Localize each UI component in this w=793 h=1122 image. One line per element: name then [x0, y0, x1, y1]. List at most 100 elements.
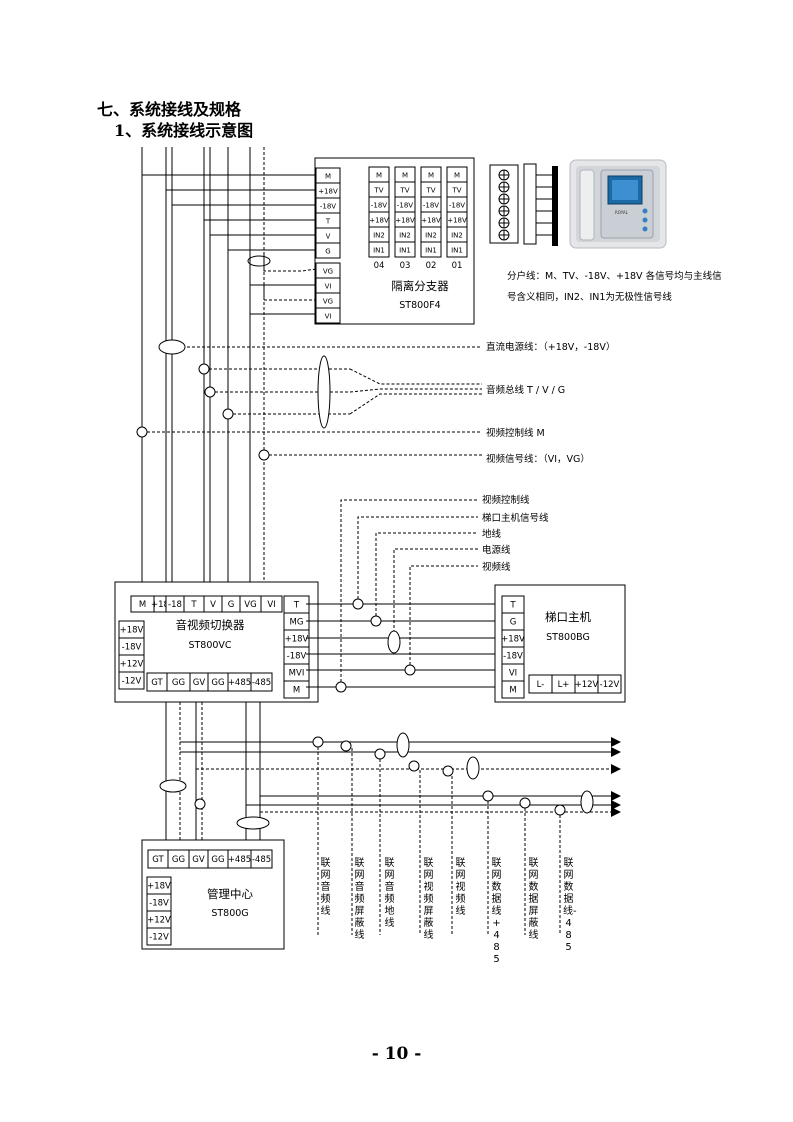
splitter-terminal-5: G: [315, 242, 341, 259]
svg-text:+18V: +18V: [318, 188, 338, 196]
svg-text:+18V: +18V: [447, 217, 467, 225]
svg-text:L+: L+: [558, 680, 570, 690]
switcher-model: ST800VC: [188, 640, 231, 651]
branch-03-terminal-1: TV: [394, 181, 416, 198]
switcher-top-terminal-6: VG: [239, 595, 262, 613]
svg-text:T: T: [190, 600, 197, 610]
branch-03-terminal-0: M: [394, 166, 416, 183]
screw-terminal: [498, 169, 510, 181]
svg-text:TV: TV: [451, 187, 461, 195]
branch-01-terminal-1: TV: [446, 181, 468, 198]
svg-text:GG: GG: [211, 855, 224, 865]
svg-text:+18V: +18V: [501, 635, 525, 645]
svg-text:+12V: +12V: [120, 660, 144, 670]
entrance-terminal-2: +18V: [501, 629, 525, 648]
management-left-terminal-3: -12V: [146, 927, 172, 946]
svg-text:+18V: +18V: [369, 217, 389, 225]
svg-text:-18V: -18V: [423, 202, 439, 210]
svg-text:+18V: +18V: [421, 217, 441, 225]
switcher-bottom-terminal-2: GV: [189, 672, 209, 692]
svg-text:-18V: -18V: [287, 652, 307, 662]
svg-text:+18: +18: [151, 600, 169, 610]
switcher-left-terminal-0: +18V: [118, 620, 145, 639]
svg-text:-18V: -18V: [397, 202, 413, 210]
switcher-top-terminal-4: V: [203, 595, 223, 613]
network-label-2: 联网音频地线: [384, 858, 395, 929]
svg-text:G: G: [325, 248, 330, 256]
entrance-terminal-4: VI: [501, 663, 525, 682]
branch-04-terminal-0: M: [368, 166, 390, 183]
screw-terminal: [498, 217, 510, 229]
branch-02-terminal-2: -18V: [420, 196, 442, 213]
branch-03-terminal-5: IN1: [394, 241, 416, 258]
svg-text:GT: GT: [151, 678, 163, 688]
svg-text:+18V: +18V: [120, 626, 144, 636]
svg-text:M: M: [376, 172, 382, 180]
splitter-name: 隔离分支器: [391, 279, 449, 293]
branch-number: 01: [452, 261, 463, 271]
network-label-3: 联网视频屏蔽线: [423, 858, 434, 941]
splitter-terminal-4: V: [315, 227, 341, 244]
svg-text:T: T: [325, 218, 331, 226]
svg-text:M: M: [139, 600, 146, 610]
label-audio-bus: 音频总线 T / V / G: [486, 384, 565, 396]
svg-text:GG: GG: [172, 678, 185, 688]
svg-text:-485: -485: [252, 678, 271, 688]
management-top-terminal-2: GV: [188, 849, 209, 869]
branch-02-terminal-5: IN1: [420, 241, 442, 258]
svg-text:G: G: [510, 618, 517, 628]
branch-01-terminal-2: -18V: [446, 196, 468, 213]
branch-04-terminal-1: TV: [368, 181, 390, 198]
svg-text:IN1: IN1: [451, 247, 463, 255]
management-top-terminal-1: GG: [167, 849, 190, 869]
branch-01-terminal-0: M: [446, 166, 468, 183]
svg-text:IN1: IN1: [399, 247, 411, 255]
management-top-terminal-0: GT: [147, 849, 169, 869]
branch-02-terminal-0: M: [420, 166, 442, 183]
svg-text:-485: -485: [252, 855, 271, 865]
svg-text:-12V: -12V: [149, 933, 169, 943]
svg-text:M: M: [454, 172, 460, 180]
svg-text:-18: -18: [168, 600, 182, 610]
svg-text:-18V: -18V: [449, 202, 465, 210]
screw-terminal: [498, 193, 510, 205]
svg-text:M: M: [428, 172, 434, 180]
branch-04-terminal-5: IN1: [368, 241, 390, 258]
switcher-name: 音视频切换器: [176, 618, 245, 632]
branch-02-terminal-3: +18V: [420, 211, 442, 228]
section-heading: 七、系统接线及规格: [97, 100, 242, 119]
svg-text:+18V: +18V: [395, 217, 415, 225]
network-label-6: 联网数据屏蔽线: [528, 858, 539, 941]
management-center-name: 管理中心: [207, 887, 253, 901]
svg-text:+18V: +18V: [285, 635, 309, 645]
indoor-note-line1: 分户线：M、TV、-18V、+18V 各信号均与主线信: [507, 270, 722, 282]
switcher-right-terminal-3: -18V: [283, 646, 310, 665]
svg-text:G: G: [228, 600, 235, 610]
screw-terminal: [498, 229, 510, 241]
label-video-signal: 视频信号线：（VI，VG）: [486, 453, 590, 465]
svg-text:VG: VG: [323, 298, 333, 306]
svg-text:VI: VI: [325, 283, 332, 291]
branch-03-terminal-4: IN2: [394, 226, 416, 243]
svg-text:T: T: [293, 601, 300, 611]
svg-text:IN2: IN2: [399, 232, 411, 240]
svg-text:+485: +485: [228, 678, 251, 688]
svg-text:M: M: [509, 686, 516, 696]
entrance-unit-name: 梯口主机: [545, 610, 591, 624]
splitter-video-terminal-0: VG: [315, 262, 341, 279]
splitter-video-terminal-1: VI: [315, 277, 341, 294]
svg-text:-18V: -18V: [320, 203, 336, 211]
switcher-right-terminal-5: M: [283, 680, 310, 699]
splitter-terminal-1: +18V: [315, 182, 341, 199]
switcher-bottom-terminal-4: +485: [227, 672, 252, 692]
entrance-terminal-5: M: [501, 680, 525, 699]
subsection-heading: 1、系统接线示意图: [114, 121, 254, 140]
branch-number: 04: [374, 261, 385, 271]
branch-04-terminal-4: IN2: [368, 226, 390, 243]
svg-text:M: M: [293, 686, 300, 696]
branch-01-terminal-4: IN2: [446, 226, 468, 243]
switcher-bottom-terminal-5: -485: [250, 672, 273, 692]
switcher-top-terminal-3: T: [183, 595, 205, 613]
